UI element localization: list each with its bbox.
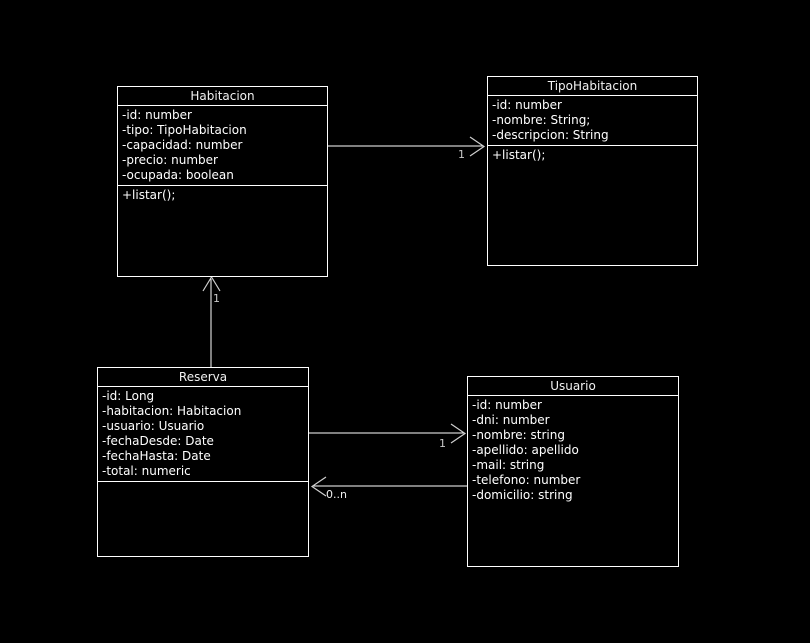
class-member: -capacidad: number <box>122 138 243 152</box>
class-member: -precio: number <box>122 153 218 167</box>
multiplicity-usuario-reserva: 0..n <box>326 488 347 501</box>
class-box-usuario[interactable]: Usuario -id: number -dni: number -nombre… <box>467 376 679 567</box>
class-member: +listar(); <box>492 148 546 162</box>
multiplicity-reserva-habitacion: 1 <box>213 292 220 305</box>
class-member: -domicilio: string <box>472 488 573 502</box>
class-member: -habitacion: Habitacion <box>102 404 242 418</box>
class-methods-tipohabitacion: +listar(); <box>488 146 697 265</box>
class-attributes-tipohabitacion: -id: number -nombre: String; -descripcio… <box>488 96 697 146</box>
class-box-reserva[interactable]: Reserva -id: Long -habitacion: Habitacio… <box>97 367 309 557</box>
class-member: -id: number <box>492 98 562 112</box>
class-title-reserva: Reserva <box>98 368 308 387</box>
multiplicity-habitacion-tipohabitacion: 1 <box>458 148 465 161</box>
class-member: -telefono: number <box>472 473 581 487</box>
multiplicity-reserva-usuario: 1 <box>439 437 446 450</box>
class-methods-reserva <box>98 482 308 556</box>
class-member: -descripcion: String <box>492 128 609 142</box>
class-member: +listar(); <box>122 188 176 202</box>
class-member: -dni: number <box>472 413 550 427</box>
class-box-tipohabitacion[interactable]: TipoHabitacion -id: number -nombre: Stri… <box>487 76 698 266</box>
class-methods-habitacion: +listar(); <box>118 186 327 276</box>
class-member: -mail: string <box>472 458 545 472</box>
class-title-habitacion: Habitacion <box>118 87 327 106</box>
class-member: -nombre: String; <box>492 113 591 127</box>
class-box-habitacion[interactable]: Habitacion -id: number -tipo: TipoHabita… <box>117 86 328 277</box>
class-title-tipohabitacion: TipoHabitacion <box>488 77 697 96</box>
class-member: -tipo: TipoHabitacion <box>122 123 247 137</box>
class-title-usuario: Usuario <box>468 377 678 396</box>
class-member: -id: number <box>472 398 542 412</box>
association-reserva-habitacion <box>202 275 221 367</box>
class-member: -apellido: apellido <box>472 443 579 457</box>
class-attributes-usuario: -id: number -dni: number -nombre: string… <box>468 396 678 505</box>
class-member: -usuario: Usuario <box>102 419 205 433</box>
class-member: -nombre: string <box>472 428 565 442</box>
class-member: -fechaDesde: Date <box>102 434 214 448</box>
class-attributes-habitacion: -id: number -tipo: TipoHabitacion -capac… <box>118 106 327 186</box>
class-member: -fechaHasta: Date <box>102 449 211 463</box>
class-attributes-reserva: -id: Long -habitacion: Habitacion -usuar… <box>98 387 308 482</box>
class-member: -total: numeric <box>102 464 191 478</box>
class-member: -id: number <box>122 108 192 122</box>
class-member: -id: Long <box>102 389 155 403</box>
class-member: -ocupada: boolean <box>122 168 234 182</box>
